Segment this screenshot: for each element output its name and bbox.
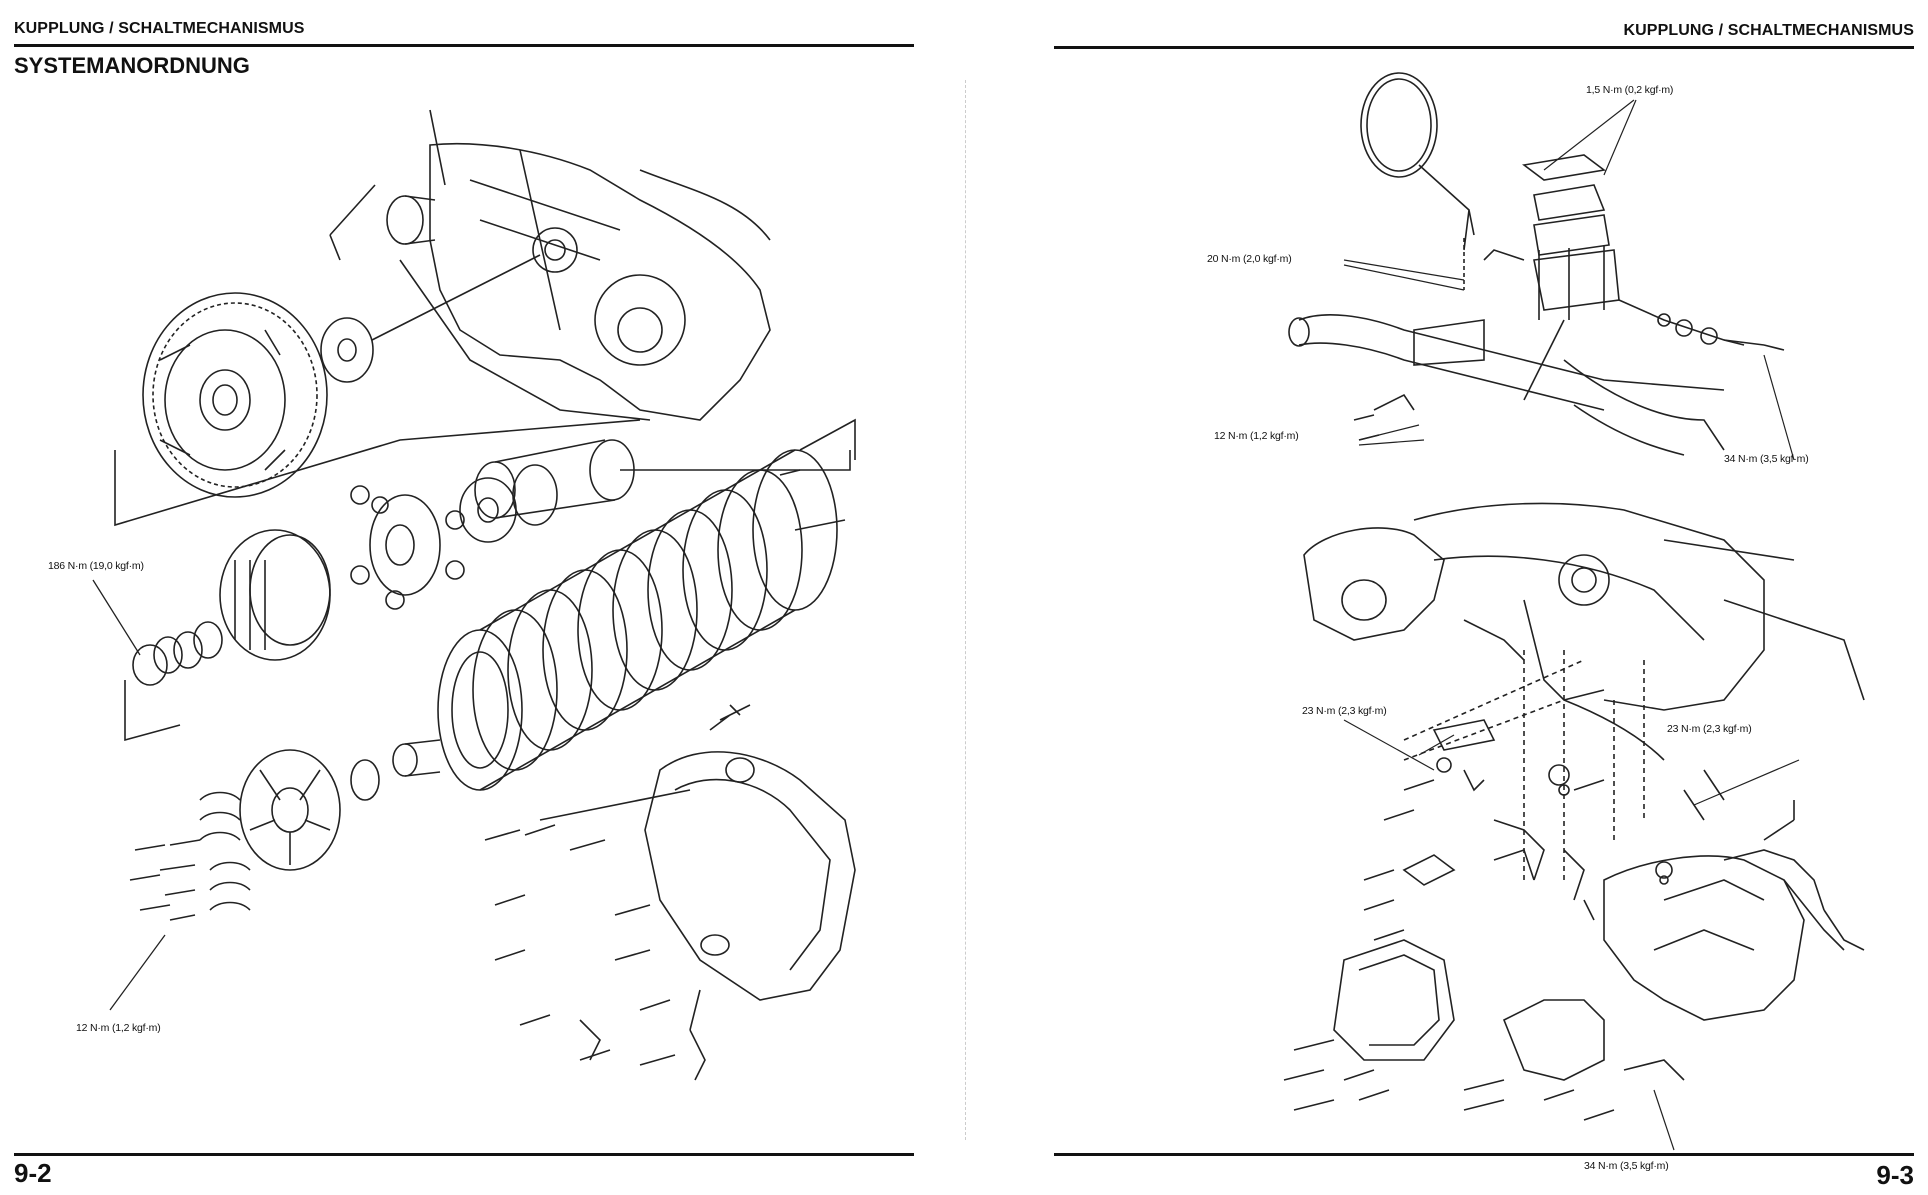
torque-label-20: 20 N·m (2,0 kgf·m): [1207, 253, 1292, 265]
right-page: KUPPLUNG / SCHALTMECHANISMUS: [964, 0, 1928, 1195]
left-page: KUPPLUNG / SCHALTMECHANISMUS SYSTEMANORD…: [14, 20, 914, 1188]
footer-rule: [14, 1153, 914, 1156]
page-gutter: [965, 80, 967, 1140]
clutch-lever-shift-diagram: [1283, 72, 1865, 1151]
page-number: 9-2: [14, 1158, 52, 1188]
footer-rule: [1054, 1153, 1914, 1156]
clutch-exploded-diagram: [92, 109, 856, 1081]
torque-label-34-top: 34 N·m (3,5 kgf·m): [1724, 453, 1809, 465]
torque-label-12: 12 N·m (1,2 kgf·m): [76, 1022, 161, 1034]
torque-label-23-right: 23 N·m (2,3 kgf·m): [1667, 723, 1752, 735]
header-rule: [14, 44, 914, 47]
torque-label-23-left: 23 N·m (2,3 kgf·m): [1302, 705, 1387, 717]
torque-label-12: 12 N·m (1,2 kgf·m): [1214, 430, 1299, 442]
header-rule: [1054, 46, 1914, 49]
running-header: KUPPLUNG / SCHALTMECHANISMUS: [14, 20, 305, 37]
page-number: 9-3: [1876, 1160, 1914, 1190]
torque-label-1-5: 1,5 N·m (0,2 kgf·m): [1586, 84, 1674, 96]
running-header: KUPPLUNG / SCHALTMECHANISMUS: [1623, 22, 1914, 39]
torque-label-34-bottom: 34 N·m (3,5 kgf·m): [1584, 1160, 1669, 1172]
section-title: SYSTEMANORDNUNG: [14, 53, 250, 78]
torque-label-186: 186 N·m (19,0 kgf·m): [48, 560, 144, 572]
